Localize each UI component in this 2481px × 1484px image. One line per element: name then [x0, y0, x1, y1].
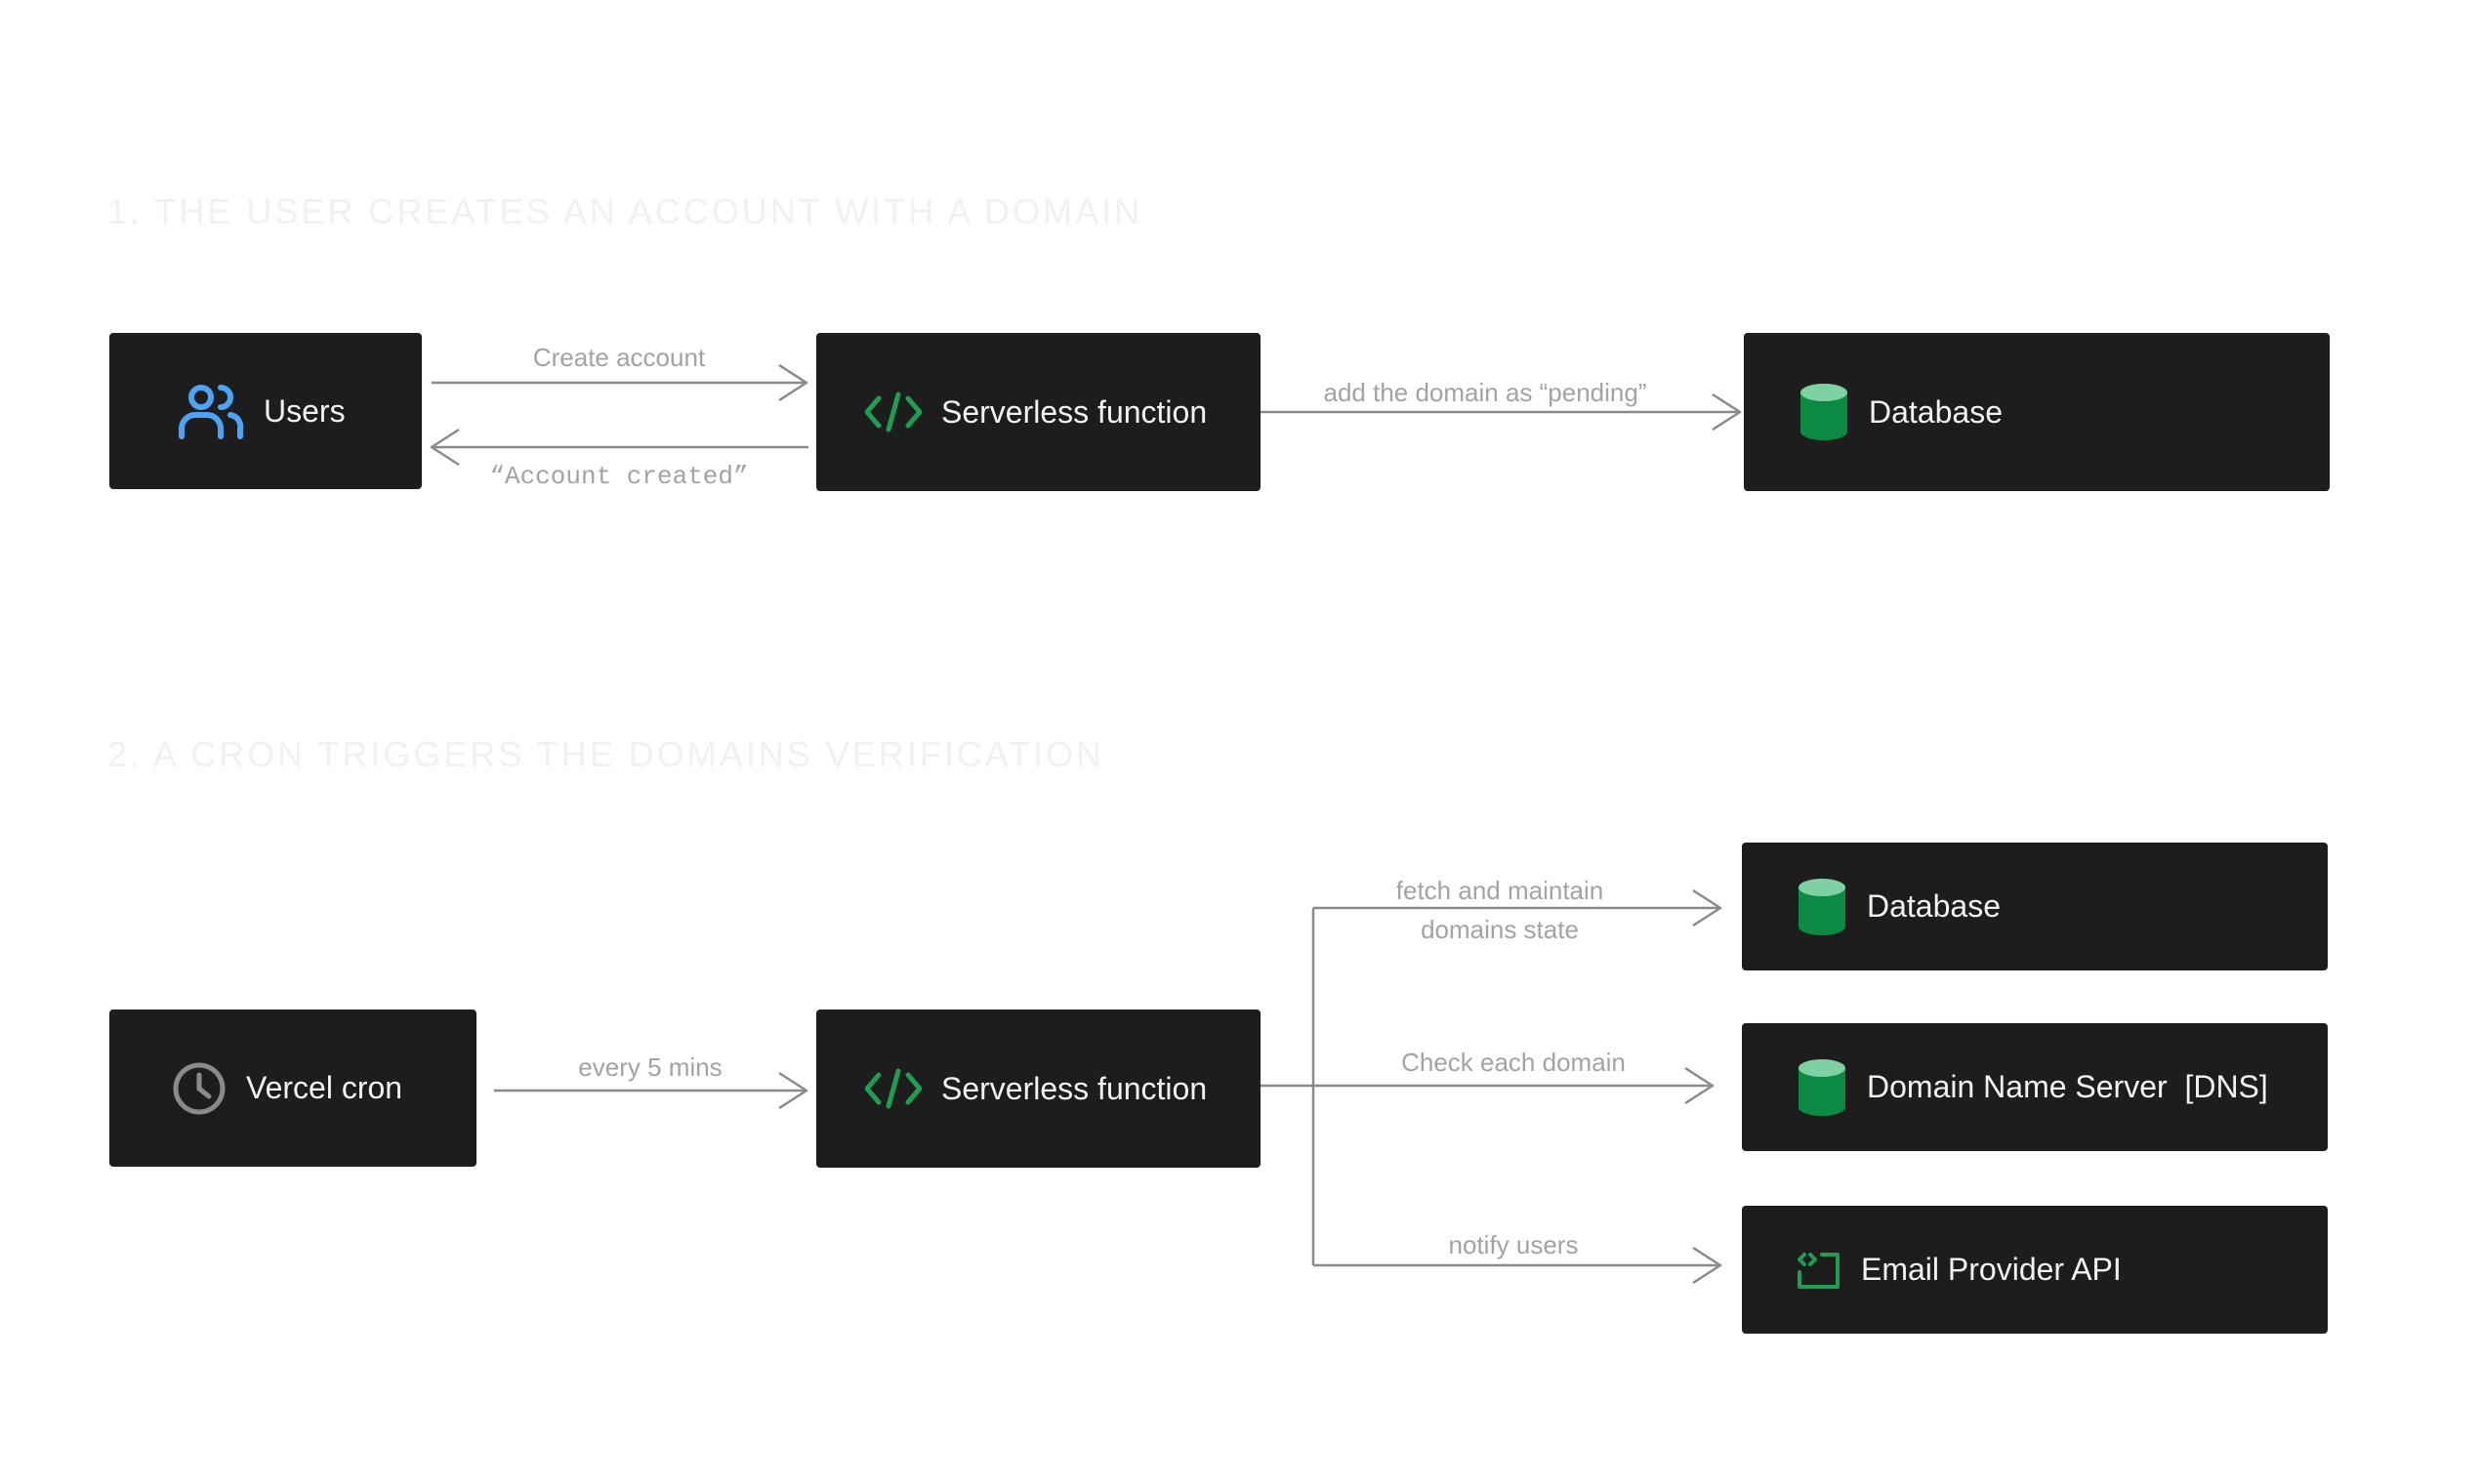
edge-label-notify-users: notify users: [1448, 1230, 1579, 1259]
users-icon: [178, 382, 244, 440]
edge-label-every-5-mins: every 5 mins: [578, 1052, 723, 1082]
database-icon: [1797, 1058, 1847, 1117]
database-1-label: Database: [1869, 393, 2003, 430]
users-label: Users: [264, 392, 346, 429]
edge-label-fetch-line2: domains state: [1421, 915, 1579, 944]
edge-account-created: [430, 428, 808, 467]
node-database-1[interactable]: Database: [1744, 333, 2330, 491]
clock-icon: [172, 1061, 227, 1116]
node-vercel-cron[interactable]: Vercel cron: [109, 1010, 476, 1167]
edge-create-account: [432, 363, 808, 402]
api-icon: [1797, 1251, 1841, 1290]
edge-label-add-pending: add the domain as “pending”: [1323, 378, 1647, 407]
node-serverless-function-2[interactable]: Serverless function: [816, 1010, 1261, 1168]
section1-heading: 1. THE USER CREATES AN ACCOUNT WITH A DO…: [107, 191, 1143, 231]
edge-label-account-created: “Account created”: [489, 462, 749, 491]
database-2-label: Database: [1867, 888, 2001, 924]
code-icon: [865, 391, 922, 433]
database-icon: [1797, 878, 1847, 936]
edge-label-check-each-domain: Check each domain: [1401, 1048, 1626, 1077]
node-serverless-function-1[interactable]: Serverless function: [816, 333, 1261, 491]
edge-notify-users: [1313, 1246, 1722, 1285]
email-provider-api-label: Email Provider API: [1861, 1252, 2122, 1287]
node-database-2[interactable]: Database: [1742, 843, 2328, 970]
edge-check-each-domain: [1240, 1066, 1715, 1105]
node-users[interactable]: Users: [109, 333, 422, 489]
section2-heading: 2. A CRON TRIGGERS THE DOMAINS VERIFICAT…: [107, 734, 1105, 774]
edge-label-create-account: Create account: [532, 343, 706, 372]
edge-label-fetch-line1: fetch and maintain: [1395, 876, 1604, 905]
code-icon: [865, 1067, 922, 1110]
edge-every-5-mins: [494, 1071, 808, 1110]
edge-add-pending: [1258, 392, 1742, 432]
node-email-provider-api[interactable]: Email Provider API: [1742, 1206, 2328, 1334]
dns-label: Domain Name Server [DNS]: [1867, 1069, 2268, 1104]
node-domain-name-server[interactable]: Domain Name Server [DNS]: [1742, 1023, 2328, 1151]
serverless-function-1-label: Serverless function: [941, 393, 1208, 430]
serverless-function-2-label: Serverless function: [941, 1070, 1208, 1106]
edge-fetch-domains: [1313, 888, 1722, 928]
database-icon: [1799, 383, 1849, 441]
vercel-cron-label: Vercel cron: [246, 1070, 403, 1105]
